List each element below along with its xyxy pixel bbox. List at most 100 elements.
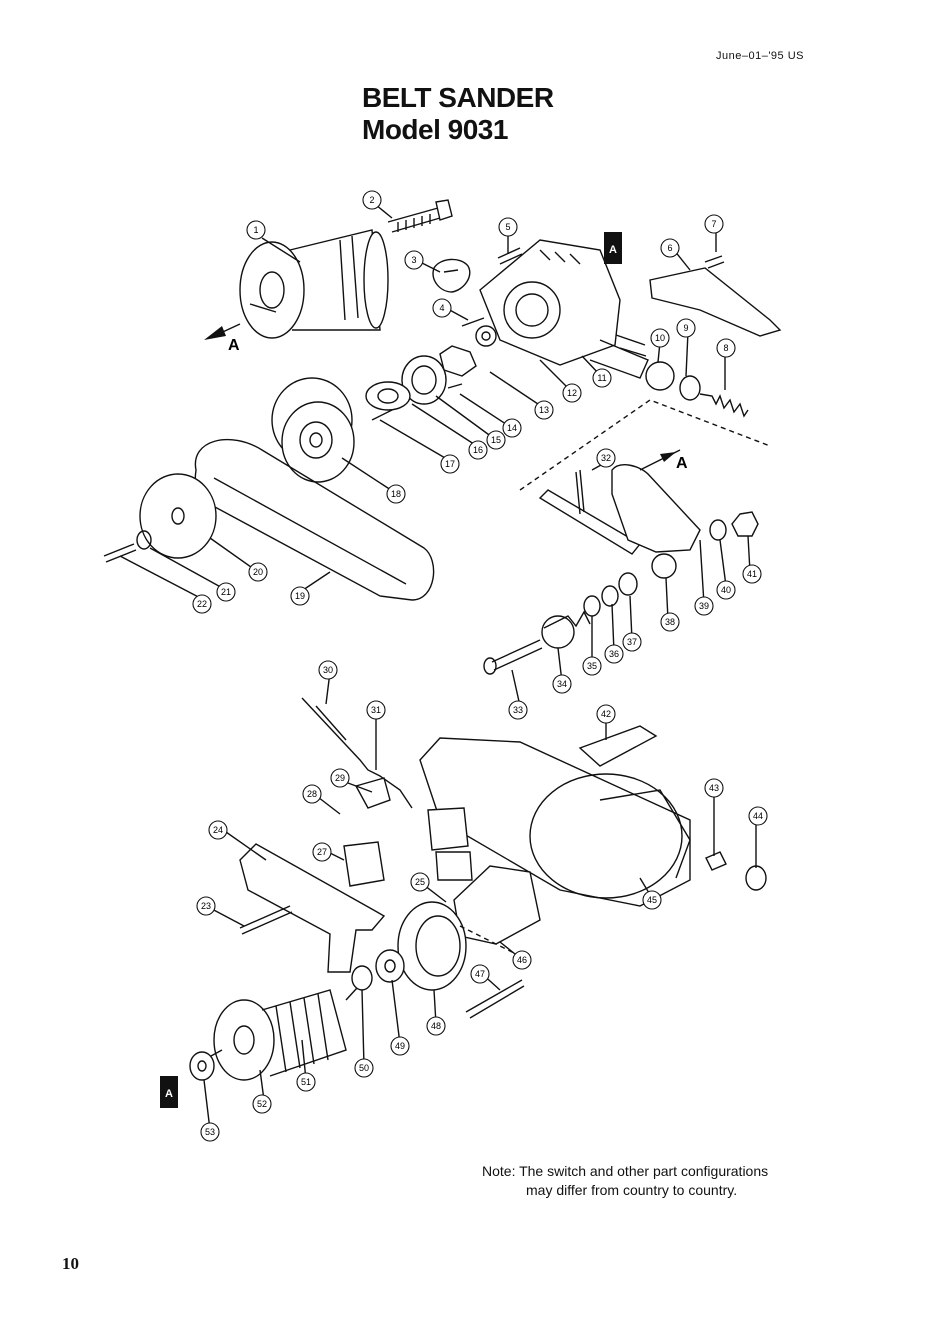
callout-40: 40 [717, 581, 735, 599]
callout-53: 53 [201, 1123, 219, 1141]
callout-label: 47 [475, 969, 485, 979]
bolt [388, 208, 440, 232]
callout-10: 10 [651, 329, 669, 347]
callout-label: 12 [567, 388, 577, 398]
callout-label: 5 [505, 222, 510, 232]
callout-31: 31 [367, 701, 385, 719]
callout-label: 46 [517, 955, 527, 965]
callout-28: 28 [303, 785, 321, 803]
callout-51: 51 [297, 1073, 315, 1091]
callout-44: 44 [749, 807, 767, 825]
callout-label: 9 [683, 323, 688, 333]
callout-13: 13 [535, 401, 553, 419]
view-arrow-left: A [204, 324, 240, 354]
callout-21: 21 [217, 583, 235, 601]
armature [200, 976, 368, 1080]
callout-25: 25 [411, 873, 429, 891]
callout-label: 1 [253, 225, 258, 235]
note-line-2: may differ from country to country. [482, 1181, 768, 1200]
callout-16: 16 [469, 441, 487, 459]
callout-label: 18 [391, 489, 401, 499]
callout-label: 34 [557, 679, 567, 689]
callout-36: 36 [605, 645, 623, 663]
callout-29: 29 [331, 769, 349, 787]
callout-label: 45 [647, 895, 657, 905]
callout-35: 35 [583, 657, 601, 675]
callout-label: 35 [587, 661, 597, 671]
callout-label: 6 [667, 243, 672, 253]
callout-label: 44 [753, 811, 763, 821]
callout-label: 2 [369, 195, 374, 205]
callout-15: 15 [487, 431, 505, 449]
callout-label: 53 [205, 1127, 215, 1137]
callout-label: 31 [371, 705, 381, 715]
callout-49: 49 [391, 1037, 409, 1055]
callout-label: 28 [307, 789, 317, 799]
callout-33: 33 [509, 701, 527, 719]
callout-label: 23 [201, 901, 211, 911]
callout-label: 38 [665, 617, 675, 627]
callout-label: 48 [431, 1021, 441, 1031]
callout-9: 9 [677, 319, 695, 337]
callout-8: 8 [717, 339, 735, 357]
callout-18: 18 [387, 485, 405, 503]
note-line-1: Note: The switch and other part configur… [482, 1162, 768, 1181]
callout-label: 25 [415, 877, 425, 887]
callout-label: 42 [601, 709, 611, 719]
callout-label: 24 [213, 825, 223, 835]
callout-38: 38 [661, 613, 679, 631]
gear-housing [480, 240, 648, 378]
callout-23: 23 [197, 897, 215, 915]
page-number: 10 [62, 1254, 79, 1274]
callout-34: 34 [553, 675, 571, 693]
callout-24: 24 [209, 821, 227, 839]
callout-32: 32 [597, 449, 615, 467]
callout-label: 11 [597, 373, 606, 383]
configuration-note: Note: The switch and other part configur… [482, 1162, 768, 1200]
callout-label: 3 [411, 255, 416, 265]
svg-text:A: A [165, 1088, 173, 1100]
callout-label: 40 [721, 585, 731, 595]
callout-label: 49 [395, 1041, 405, 1051]
callout-label: 30 [323, 665, 333, 675]
callout-label: 39 [699, 601, 709, 611]
callout-47: 47 [471, 965, 489, 983]
callout-14: 14 [503, 419, 521, 437]
callout-45: 45 [643, 891, 661, 909]
callout-3: 3 [405, 251, 423, 269]
callout-17: 17 [441, 455, 459, 473]
callout-12: 12 [563, 384, 581, 402]
callout-30: 30 [319, 661, 337, 679]
callout-label: 19 [295, 591, 305, 601]
view-arrow-right: A [640, 450, 688, 472]
callout-label: 7 [711, 219, 716, 229]
callout-42: 42 [597, 705, 615, 723]
pulley [272, 378, 354, 482]
callout-label: 22 [197, 599, 207, 609]
callout-label: 4 [439, 303, 444, 313]
callout-52: 52 [253, 1095, 271, 1113]
callout-label: 17 [445, 459, 455, 469]
front-handle [240, 230, 388, 338]
callout-27: 27 [313, 843, 331, 861]
callout-label: 37 [627, 637, 637, 647]
callout-7: 7 [705, 215, 723, 233]
callout-46: 46 [513, 951, 531, 969]
callout-20: 20 [249, 563, 267, 581]
svg-text:A: A [609, 244, 617, 256]
callout-label: 36 [609, 649, 619, 659]
callout-6: 6 [661, 239, 679, 257]
callout-label: 33 [513, 705, 523, 715]
callout-label: 21 [221, 587, 231, 597]
svg-text:A: A [676, 455, 688, 472]
callout-label: 13 [539, 405, 549, 415]
callout-5: 5 [499, 218, 517, 236]
callout-2: 2 [363, 191, 381, 209]
callout-label: 10 [655, 333, 665, 343]
callout-19: 19 [291, 587, 309, 605]
callout-label: 15 [491, 435, 501, 445]
callout-37: 37 [623, 633, 641, 651]
callout-43: 43 [705, 779, 723, 797]
callout-label: 8 [723, 343, 728, 353]
